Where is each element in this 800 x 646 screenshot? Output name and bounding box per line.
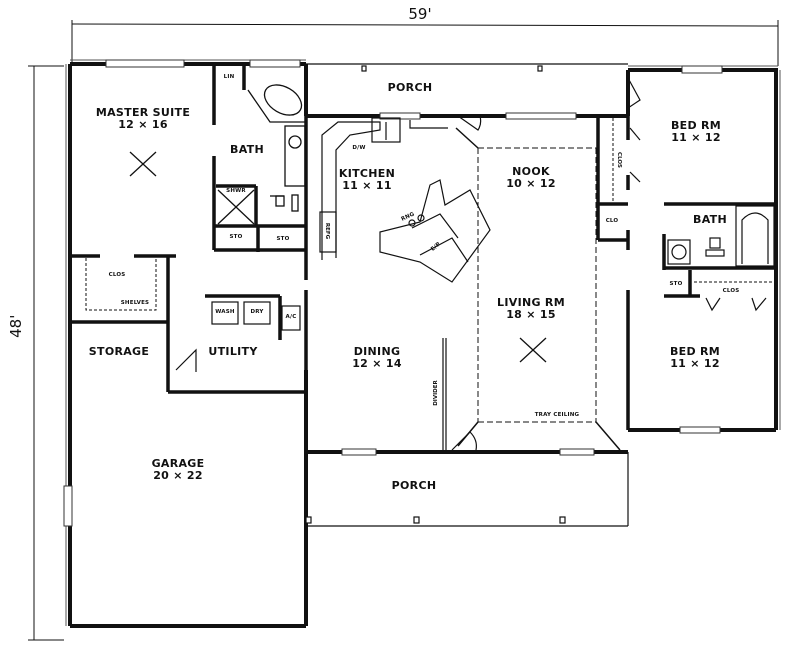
label-divider: DIVIDER: [432, 380, 439, 406]
interior-walls: [70, 64, 776, 430]
label-dishwasher: D/W: [352, 145, 366, 151]
label-dryer: DRY: [250, 309, 264, 315]
front-porch: [305, 452, 629, 527]
room-size: 18 × 15: [506, 308, 556, 322]
room-size: 11 × 11: [342, 179, 392, 193]
kitchen-counters: [319, 117, 491, 283]
room-name: NOOK: [512, 165, 550, 178]
rear-porch: [306, 63, 628, 72]
room-master-suite: MASTER SUITE 12 × 16: [95, 106, 191, 132]
room-name: MASTER SUITE: [95, 106, 191, 119]
label-closet-1: CLOS: [616, 152, 623, 169]
windows: [63, 59, 723, 527]
room-bath-2: BATH: [693, 213, 727, 226]
ceiling-fan-icon: [129, 151, 547, 363]
room-size: 11 × 12: [671, 131, 721, 145]
room-bed-rm-1: BED RM 11 × 12: [670, 119, 722, 145]
room-name: GARAGE: [151, 457, 205, 470]
tray-ceiling-outline: [477, 147, 598, 423]
bath2-fixtures: [667, 205, 775, 267]
room-bed-rm-2: BED RM 11 × 12: [669, 345, 721, 371]
label-lin: LIN: [223, 74, 235, 80]
label-closet-2: CLOS: [722, 288, 740, 294]
room-rear-porch: PORCH: [387, 81, 433, 94]
room-front-porch: PORCH: [391, 479, 437, 492]
room-name: BED RM: [670, 119, 722, 132]
room-name: KITCHEN: [338, 167, 396, 180]
room-size: 20 × 22: [153, 469, 203, 483]
label-washer: WASH: [215, 309, 235, 315]
master-bath-fixtures: [217, 84, 306, 225]
room-dining: DINING 12 × 14: [352, 345, 402, 371]
room-utility: UTILITY: [208, 345, 258, 358]
label-refrigerator: REFG: [324, 222, 331, 240]
room-master-bath: BATH: [230, 143, 264, 156]
label-shelves: SHELVES: [120, 300, 150, 306]
utility-appliances: [211, 301, 301, 331]
closet-rods: [85, 118, 772, 311]
label-closet-3: CLOS: [108, 272, 126, 278]
label-sto-3: STO: [669, 281, 683, 287]
label-ac: A/C: [285, 314, 297, 320]
room-size: 11 × 12: [670, 357, 720, 371]
room-living-rm: LIVING RM 18 × 15: [497, 296, 565, 322]
width-dimension-line: [71, 20, 779, 66]
overall-width-label: 59': [408, 5, 432, 23]
room-size: 10 × 12: [506, 177, 556, 191]
label-sto-2: STO: [276, 236, 290, 242]
room-name: LIVING RM: [497, 296, 565, 309]
room-nook: NOOK 10 × 12: [506, 165, 556, 191]
label-clo: CLO: [605, 218, 619, 224]
label-tray-ceiling: TRAY CEILING: [534, 412, 580, 418]
divider: [442, 338, 447, 450]
depth-dimension-line: [28, 65, 64, 641]
label-sto-1: STO: [229, 234, 243, 240]
doors: [175, 77, 767, 451]
room-size: 12 × 14: [352, 357, 402, 371]
room-storage: STORAGE: [88, 345, 150, 358]
room-size: 12 × 16: [118, 118, 168, 132]
overall-depth-label: 48': [6, 314, 25, 338]
label-shwr: SHWR: [226, 188, 246, 194]
room-garage: GARAGE 20 × 22: [151, 457, 205, 483]
room-kitchen: KITCHEN 11 × 11: [338, 167, 396, 193]
room-name: DINING: [353, 345, 401, 358]
room-name: BED RM: [669, 345, 721, 358]
